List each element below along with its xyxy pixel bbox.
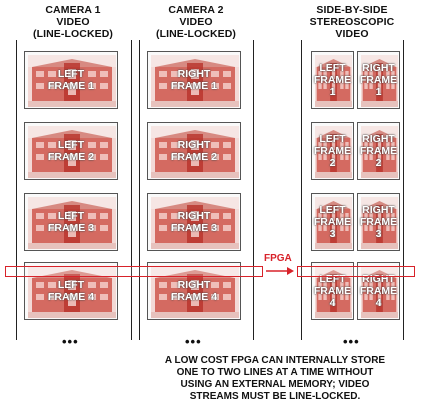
building-photo-icon — [361, 126, 398, 178]
building-photo-icon — [151, 197, 239, 249]
col2-left-border — [139, 40, 141, 340]
building-photo-icon — [151, 126, 239, 178]
building-photo-icon — [28, 55, 116, 107]
caption: A LOW COST FPGA CAN INTERNALLY STORE ONE… — [164, 355, 386, 402]
building-photo-icon — [315, 55, 352, 107]
building-photo-icon — [315, 266, 352, 318]
building-photo-icon — [361, 266, 398, 318]
building-photo-icon — [315, 197, 352, 249]
building-photo-icon — [361, 55, 398, 107]
building-photo-icon — [28, 126, 116, 178]
fpga-label: FPGA — [264, 253, 292, 264]
col1-ellipsis: ••• — [62, 334, 79, 349]
col2-right-border — [253, 40, 255, 340]
col3-ellipsis: ••• — [343, 334, 360, 349]
col1-left-border — [16, 40, 18, 340]
col3-right-border — [403, 40, 405, 340]
building-photo-icon — [28, 197, 116, 249]
col2-ellipsis: ••• — [185, 334, 202, 349]
col3-left-border — [301, 40, 303, 340]
building-photo-icon — [315, 126, 352, 178]
arrow-icon — [266, 267, 294, 275]
line-highlight-right — [297, 266, 415, 277]
building-photo-icon — [361, 197, 398, 249]
col1-right-border — [131, 40, 133, 340]
building-photo-icon — [151, 55, 239, 107]
line-highlight-left — [5, 266, 263, 277]
